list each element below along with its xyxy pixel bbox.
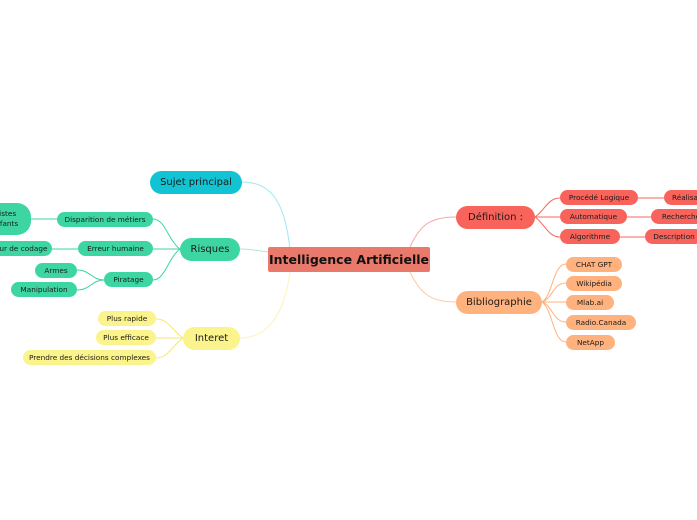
connector-interet-decisions [155,337,184,359]
subtopic-radio-canada[interactable]: Radio.Canada [566,315,636,330]
connector-piratage-manipulation [76,279,105,291]
connector-risques-piratage [152,248,181,281]
subtopic-erreur-humaine[interactable]: Erreur humaine [78,241,153,256]
central-topic[interactable]: Intelligence Artificielle [268,247,430,272]
connector-center-bibliographie [409,271,457,303]
subtopic-automatique[interactable]: Automatique [560,209,627,224]
topic-sujet-principal[interactable]: Sujet principal [150,171,242,194]
subtopic-mlab-ai[interactable]: Mlab.ai [566,295,614,310]
connector-center-sujet [241,181,291,251]
subtopic-disparition-metiers[interactable]: Disparition de métiers [57,212,153,227]
subtopic-recherche[interactable]: Recherche [651,209,697,224]
subtopic-chat-gpt[interactable]: CHAT GPT [566,257,622,272]
connector-center-definition [409,216,457,248]
subtopic-plus-rapide[interactable]: Plus rapide [98,311,156,326]
subtopic-procede-logique[interactable]: Procédé Logique [560,190,638,205]
topic-definition[interactable]: Définition : [456,206,535,229]
topic-interet[interactable]: Interet [183,327,240,350]
subtopic-erreur-codage[interactable]: Erreur de codage [0,241,52,256]
subtopic-wikipedia[interactable]: Wikipédia [566,276,622,291]
connector-definition-algorithme [534,216,561,238]
connector-definition-procede [534,197,561,218]
topic-bibliographie[interactable]: Bibliographie [456,291,542,314]
connector-biblio-wikipedia [541,282,567,303]
subtopic-algorithme[interactable]: Algorithme [560,229,620,244]
subtopic-decisions-complexes[interactable]: Prendre des décisions complexes [23,350,156,365]
connector-center-interet [239,271,291,339]
subtopic-netapp[interactable]: NetApp [566,335,615,350]
connector-interet-rapide [155,318,184,339]
topic-risques[interactable]: Risques [180,238,240,261]
connector-biblio-radio [541,301,567,323]
connector-piratage-armes [76,269,105,281]
subtopic-armes[interactable]: Armes [35,263,77,278]
connector-biblio-chatgpt [541,263,567,303]
subtopic-plus-efficace[interactable]: Plus efficace [96,330,156,345]
connector-risques-disparition [152,218,181,250]
subtopic-piratage[interactable]: Piratage [104,272,153,287]
connector-center-risques [239,248,269,253]
subtopic-realisation[interactable]: Réalisation [664,190,697,205]
connector-biblio-netapp [541,301,567,343]
subtopic-tristes-enfants[interactable]: Tristes enfants [0,203,31,235]
subtopic-description[interactable]: Description [645,229,697,244]
subtopic-manipulation[interactable]: Manipulation [11,282,77,297]
